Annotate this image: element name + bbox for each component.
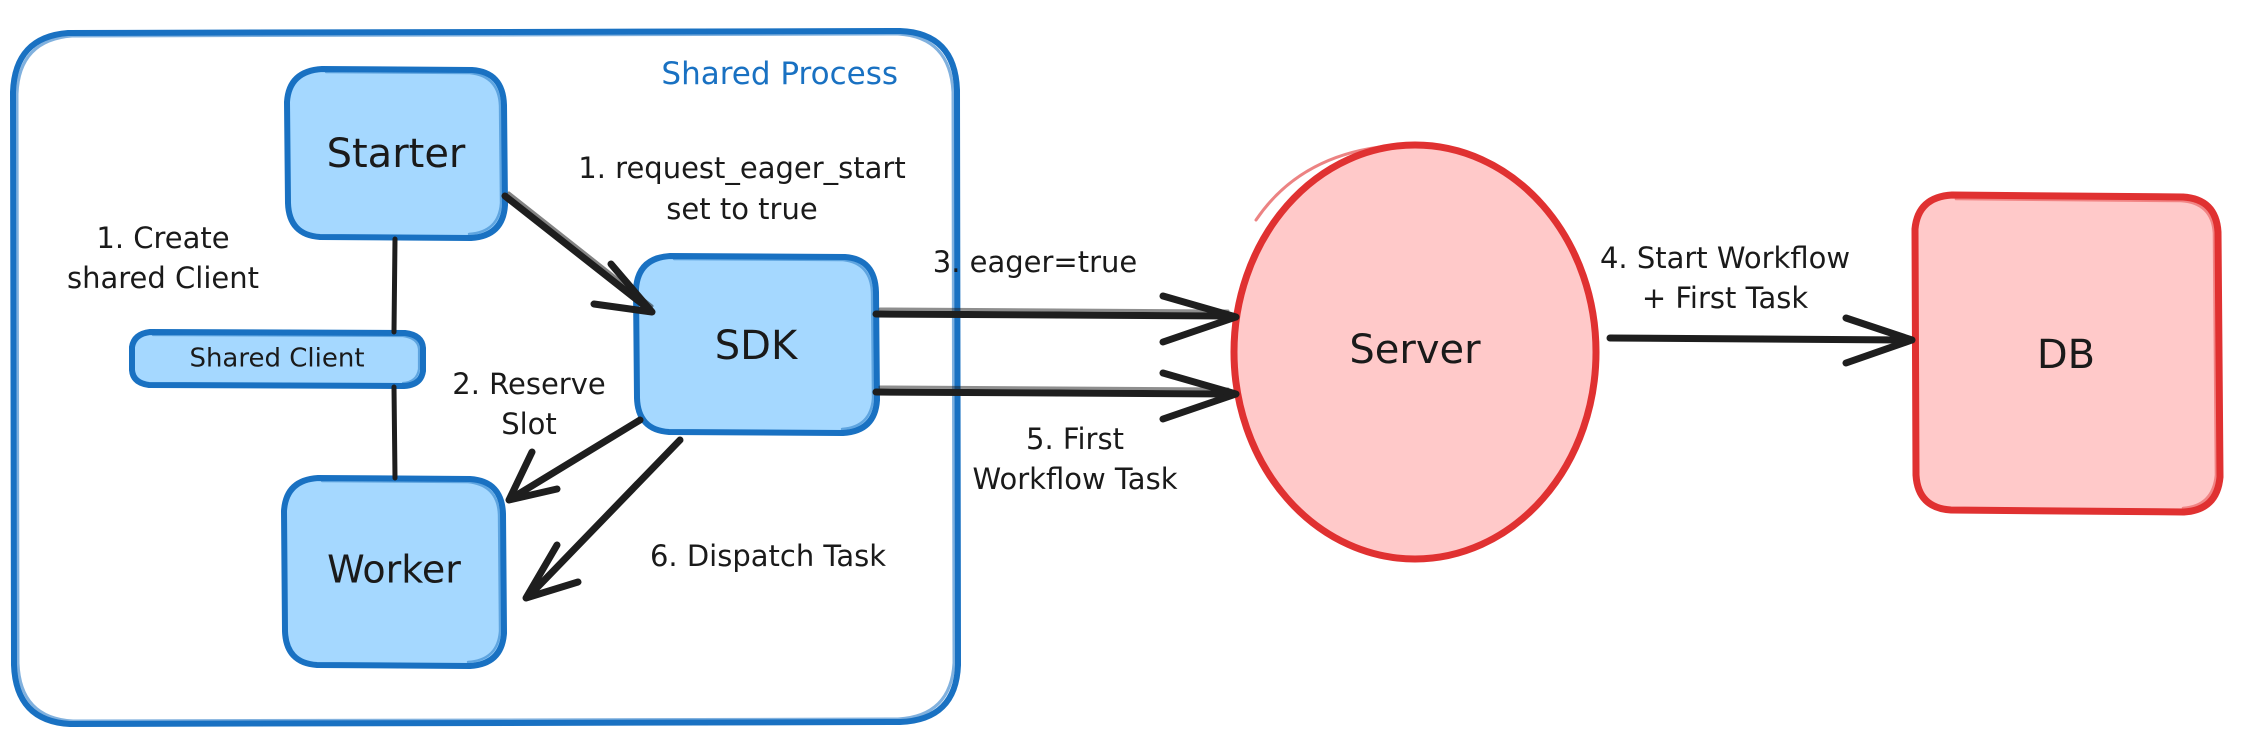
node-worker[interactable]: Worker (281, 475, 507, 669)
db-label: DB (2037, 332, 2095, 378)
dispatch-task-label-line1: 6. Dispatch Task (650, 539, 886, 573)
server-border (1230, 141, 1600, 563)
shared-client-border (129, 329, 426, 389)
first-workflow-task-arrowhead (1159, 369, 1240, 423)
starter-label: Starter (327, 131, 466, 177)
eager-true-label-line1: 3. eager=true (933, 245, 1138, 279)
starter-border (284, 66, 508, 241)
start-workflow-line (1606, 334, 1912, 344)
worker-border-sketch (320, 479, 502, 664)
node-sdk[interactable]: SDK (633, 253, 880, 436)
create-shared-client-line-lower (391, 384, 398, 481)
eager-true-line-sketch (878, 307, 1230, 313)
server-label: Server (1349, 327, 1481, 373)
reserve-slot-label-line1: 2. Reserve (452, 367, 605, 401)
shared-process-border (10, 28, 961, 727)
request-eager-start-line (501, 192, 654, 314)
starter-border-sketch (324, 70, 503, 236)
shared-client-fill (132, 332, 423, 386)
group-shared-process[interactable]: Shared Process (10, 28, 961, 727)
edge-start-workflow-first-task[interactable]: 4. Start Workflow + First Task (1600, 241, 1916, 367)
node-server[interactable]: Server (1230, 141, 1600, 563)
edge-reserve-slot[interactable]: 2. Reserve Slot (452, 367, 644, 504)
dispatch-task-line (526, 436, 684, 599)
group-label-shared-process: Shared Process (661, 56, 898, 92)
reserve-slot-label-line2: Slot (501, 407, 557, 441)
first-workflow-task-label-line1: 5. First (1026, 422, 1124, 456)
db-border (1911, 191, 2224, 516)
request-eager-start-label-line1: 1. request_eager_start (578, 151, 905, 185)
node-db[interactable]: DB (1911, 191, 2224, 516)
starter-fill (287, 69, 505, 238)
first-workflow-task-line (872, 388, 1236, 398)
reserve-slot-line (508, 416, 644, 502)
node-shared-client[interactable]: Shared Client (129, 329, 426, 389)
eager-true-line (872, 310, 1236, 320)
eager-true-arrowhead (1159, 292, 1240, 346)
db-fill (1915, 195, 2220, 512)
edge-eager-true[interactable]: 3. eager=true (872, 245, 1240, 346)
dispatch-task-arrowhead (522, 541, 582, 602)
request-eager-start-arrowhead (590, 260, 656, 316)
request-eager-start-label-line2: set to true (666, 192, 817, 226)
node-starter[interactable]: Starter (284, 66, 508, 241)
sdk-fill (636, 256, 877, 433)
start-workflow-label-line1: 4. Start Workflow (1600, 241, 1850, 275)
create-shared-client-label-line2: shared Client (67, 261, 259, 295)
server-fill (1234, 145, 1596, 559)
shared-process-border-sketch (15, 32, 956, 723)
create-shared-client-line-upper (391, 236, 398, 335)
server-border-sketch (1254, 144, 1390, 222)
sdk-border-sketch (672, 257, 875, 431)
edge-first-workflow-task[interactable]: 5. First Workflow Task (872, 369, 1240, 496)
db-border-sketch (1954, 197, 2218, 510)
worker-fill (284, 478, 504, 666)
reserve-slot-arrowhead (505, 448, 561, 504)
start-workflow-arrowhead (1842, 314, 1916, 367)
start-workflow-label-line2: + First Task (1642, 281, 1809, 315)
edge-create-shared-client[interactable]: 1. Create shared Client (67, 221, 398, 481)
sdk-label: SDK (715, 323, 799, 369)
create-shared-client-label-line1: 1. Create (96, 221, 229, 255)
first-workflow-task-line-sketch (878, 385, 1230, 391)
edge-dispatch-task[interactable]: 6. Dispatch Task (522, 436, 886, 602)
worker-border (281, 475, 507, 669)
worker-label: Worker (327, 548, 461, 592)
edge-request-eager-start[interactable]: 1. request_eager_start set to true (501, 151, 906, 316)
shared-client-label: Shared Client (189, 344, 364, 374)
sdk-border (633, 253, 880, 436)
shared-client-border-sketch (151, 333, 421, 385)
first-workflow-task-label-line2: Workflow Task (973, 462, 1178, 496)
